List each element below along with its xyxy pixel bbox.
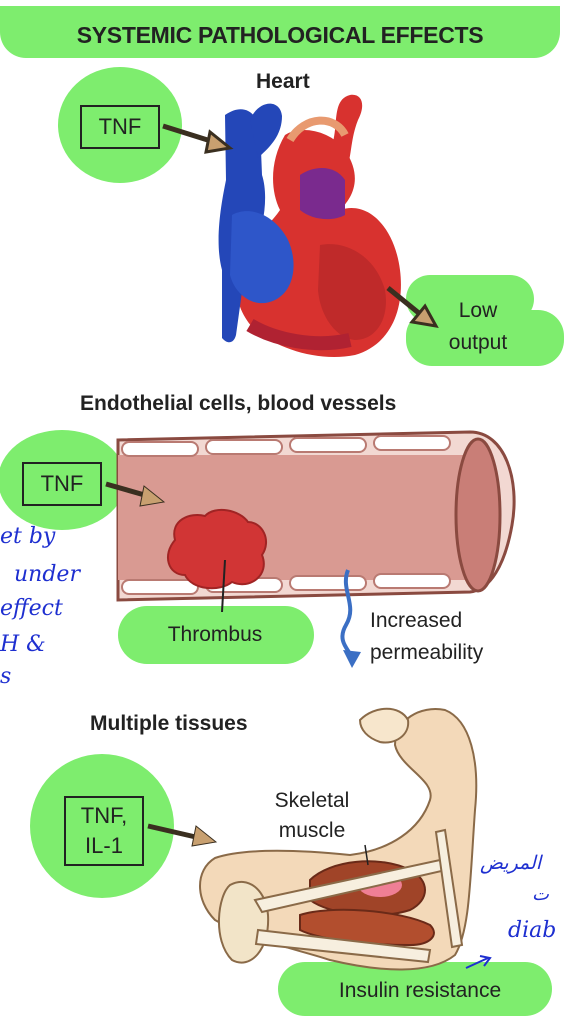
handnote-right-3: diab <box>508 918 556 943</box>
heart-mediator-box: TNF <box>80 105 160 149</box>
tissues-section-title: Multiple tissues <box>90 712 248 736</box>
vessel-mediator-box: TNF <box>22 462 102 506</box>
heart-effect-low: Low <box>438 298 518 323</box>
heart-illustration <box>219 95 401 357</box>
muscle-label-line2: muscle <box>262 818 362 843</box>
tissues-mediator-box: TNF, IL-1 <box>64 796 144 866</box>
heart-section-title: Heart <box>256 70 310 94</box>
tissues-mediator-line1: TNF, <box>66 801 142 831</box>
permeability-line1: Increased <box>370 608 520 633</box>
handnote-left-3: effect <box>0 596 63 621</box>
handnote-right-2: ت <box>532 884 549 905</box>
permeability-line2: permeability <box>370 640 540 665</box>
handnote-left-2: under <box>14 562 80 587</box>
thrombus-label: Thrombus <box>140 622 290 647</box>
handnote-left-5: s <box>0 664 11 689</box>
insulin-resistance-label: Insulin resistance <box>300 978 540 1003</box>
handnote-left-4: H & <box>0 632 46 657</box>
tissues-mediator-line2: IL-1 <box>66 831 142 861</box>
heart-effect-output: output <box>428 330 528 355</box>
vessel-section-title: Endothelial cells, blood vessels <box>80 392 396 416</box>
handnote-left-1: et by <box>0 524 55 549</box>
muscle-label-line1: Skeletal <box>262 788 362 813</box>
handnote-right-1: المريض <box>480 852 541 874</box>
